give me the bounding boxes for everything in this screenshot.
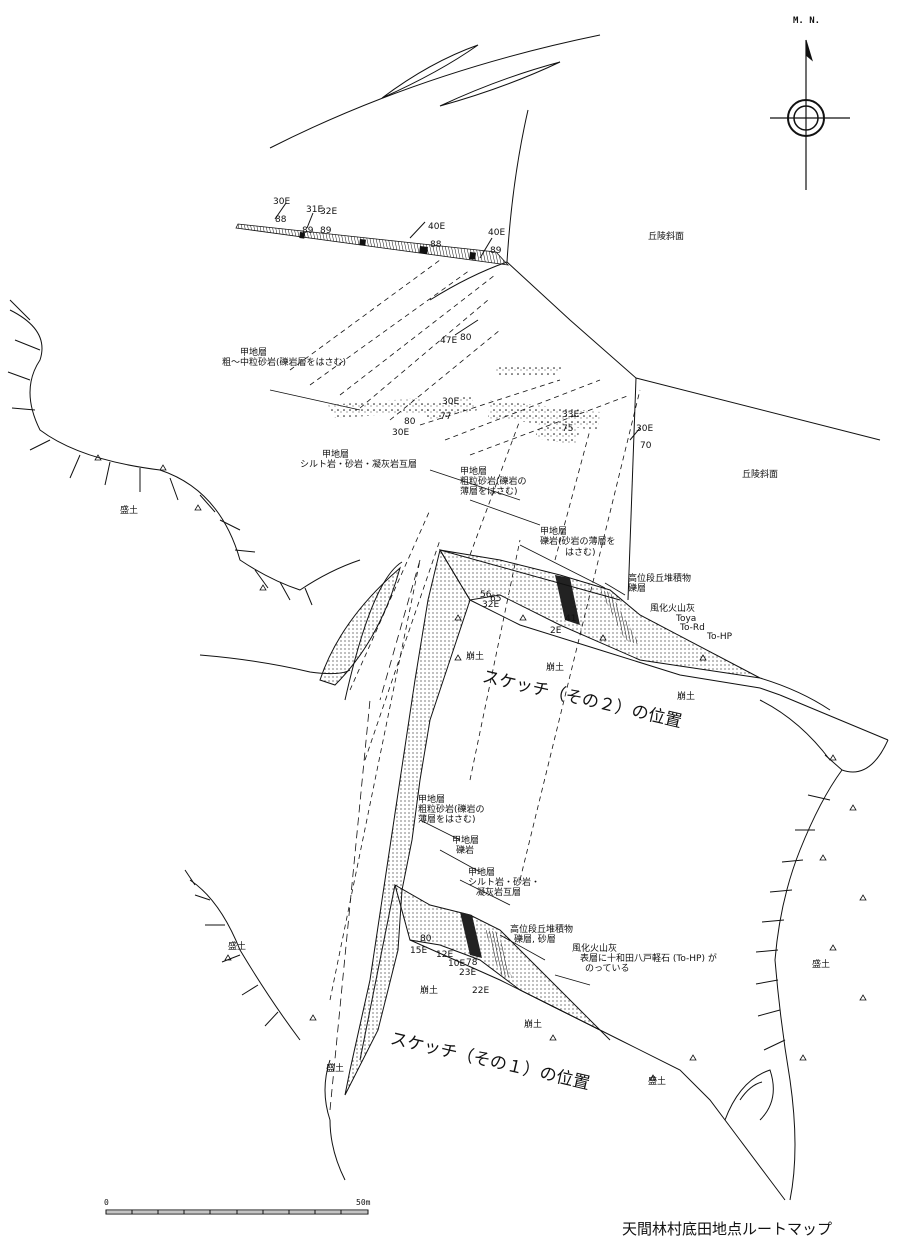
attitude-strike: 40E bbox=[488, 228, 506, 238]
road-lines-low bbox=[189, 879, 786, 1201]
upper-ash-label: 風化火山灰 bbox=[650, 604, 696, 614]
unit-d-title: 甲地層 bbox=[540, 527, 568, 537]
attitude-strike: 33E bbox=[562, 410, 580, 420]
attitude-strike: 15E bbox=[410, 946, 428, 956]
attitude-strike: 32E bbox=[320, 207, 338, 217]
road-lines-mid bbox=[199, 549, 889, 1201]
left-lens bbox=[319, 566, 401, 686]
label-debris-mid: 崩土 bbox=[546, 663, 565, 673]
label-debris-upper: 崩土 bbox=[466, 652, 485, 662]
minor-number: 65 bbox=[490, 594, 502, 604]
attitude-strike: 30E bbox=[273, 197, 291, 207]
attitude-strike: 30E bbox=[392, 428, 410, 438]
attitude-dip: 89 bbox=[490, 246, 502, 256]
scale-end-label: 50m bbox=[356, 1198, 371, 1207]
unit-c-desc1: 粗粒砂岩(礫岩の bbox=[460, 477, 527, 487]
attitude-dip: 89 bbox=[302, 226, 314, 236]
lower-c-desc2: 薄層をはさむ) bbox=[418, 815, 476, 825]
north-label: M. N. bbox=[793, 16, 821, 26]
lower-b-desc2: 凝灰岩互層 bbox=[476, 888, 522, 898]
attitude-strike: 22E bbox=[472, 986, 490, 996]
left-lower-ticks bbox=[184, 869, 279, 1027]
attitude-strike: 47E bbox=[440, 336, 458, 346]
unit-c-desc2: 薄層をはさむ) bbox=[460, 487, 518, 497]
attitude-strike: 30E bbox=[636, 424, 654, 434]
to-hp-label: To-HP bbox=[707, 632, 733, 642]
unit-c-title: 甲地層 bbox=[460, 467, 488, 477]
attitude-symbols bbox=[274, 202, 641, 441]
attitude-strike: 30E bbox=[442, 397, 460, 407]
label-debris-right: 崩土 bbox=[677, 692, 696, 702]
attitude-dip: 75 bbox=[562, 424, 574, 434]
unit-b-title: 甲地層 bbox=[322, 450, 350, 460]
top-lenses bbox=[269, 34, 601, 149]
attitude-strike: 2E bbox=[550, 626, 562, 636]
label-fill-left-lower: 盛土 bbox=[228, 942, 247, 952]
label-debris-lower: 崩土 bbox=[420, 986, 439, 996]
attitude-dip: 80 bbox=[404, 417, 416, 427]
attitude-dip: 88 bbox=[430, 240, 442, 250]
upper-gravel-label: 礫層 bbox=[628, 584, 647, 594]
unit-d-desc1: 礫岩(砂岩の薄層を bbox=[540, 537, 616, 547]
unit-b-desc: シルト岩・砂岩・凝灰岩互層 bbox=[300, 460, 418, 470]
to-rd-label: To-Rd bbox=[680, 623, 705, 633]
formation-strip bbox=[235, 223, 510, 266]
lower-d-title: 甲地層 bbox=[452, 836, 480, 846]
leader-lines bbox=[269, 389, 626, 986]
attitude-dip: 80 bbox=[460, 333, 472, 343]
lower-gravel-label: 礫層, 砂層 bbox=[514, 935, 556, 945]
label-hill-slope-top: 丘陵斜面 bbox=[648, 232, 685, 242]
attitude-dip: 89 bbox=[320, 226, 332, 236]
attitude-strike: 12E bbox=[436, 950, 454, 960]
lower-c-desc1: 粗粒砂岩(礫岩の bbox=[418, 805, 485, 815]
road-outlines bbox=[429, 109, 881, 601]
north-arrow bbox=[770, 39, 850, 190]
outer-dashed bbox=[329, 559, 421, 1111]
lower-c-title: 甲地層 bbox=[418, 795, 446, 805]
left-fill-outline bbox=[7, 299, 361, 606]
label-debris-lower2: 崩土 bbox=[524, 1020, 543, 1030]
lower-d-desc: 礫岩 bbox=[456, 846, 475, 856]
unit-a-title: 甲地層 bbox=[240, 348, 268, 358]
lower-ash-note1: 表層に十和田八戸軽石 (To-HP) が bbox=[580, 954, 717, 964]
label-fill-left-upper: 盛土 bbox=[120, 506, 139, 516]
label-hill-slope-right: 丘陵斜面 bbox=[742, 470, 779, 480]
minor-number: 56 bbox=[480, 590, 492, 600]
unit-a-desc: 粗～中粒砂岩(礫岩層をはさむ) bbox=[222, 358, 347, 368]
map-title: 天間林村底田地点ルートマップ bbox=[622, 1220, 833, 1238]
long-wedge bbox=[344, 548, 471, 1096]
scale-bar bbox=[105, 1209, 369, 1215]
attitude-dip: 88 bbox=[275, 215, 287, 225]
lower-terrace-label: 高位段丘堆積物 bbox=[510, 925, 574, 935]
minor-number: 41 bbox=[565, 614, 577, 624]
minor-number: 80 bbox=[420, 934, 432, 944]
toya-label: Toya bbox=[676, 614, 697, 624]
debris-triangles bbox=[94, 454, 867, 1081]
attitude-strike: 40E bbox=[428, 222, 446, 232]
stipple-bands bbox=[328, 365, 600, 445]
attitude-dip: 70 bbox=[640, 441, 652, 451]
scale-start-label: 0 bbox=[104, 1198, 109, 1207]
attitude-strike: 10E bbox=[448, 959, 466, 969]
right-fill-ticks bbox=[755, 754, 843, 1051]
attitude-strike: 31E bbox=[306, 205, 324, 215]
upper-terrace-label: 高位段丘堆積物 bbox=[628, 574, 692, 584]
lower-b-desc1: シルト岩・砂岩・ bbox=[468, 878, 541, 888]
label-fill-bottom-right: 盛土 bbox=[648, 1077, 667, 1087]
lower-b-title: 甲地層 bbox=[468, 868, 496, 878]
minor-number: 78 bbox=[466, 958, 478, 968]
label-fill-bottom-left: 盛土 bbox=[326, 1064, 345, 1074]
upper-wedge bbox=[439, 549, 761, 679]
attitude-strike: 32E bbox=[482, 600, 500, 610]
lower-ash-label: 風化火山灰 bbox=[572, 944, 618, 954]
attitude-strike: 23E bbox=[459, 968, 477, 978]
unit-d-desc2: はさむ) bbox=[565, 548, 596, 558]
lower-wedge bbox=[394, 883, 611, 1041]
lower-ash-note2: のっている bbox=[585, 964, 630, 974]
label-fill-right: 盛土 bbox=[812, 960, 831, 970]
attitude-dip: 77 bbox=[440, 412, 452, 422]
